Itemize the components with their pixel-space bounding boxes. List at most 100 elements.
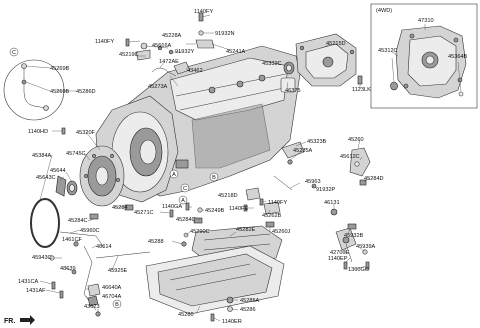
- label-45320f: 45320F: [76, 130, 96, 136]
- label-48639: 48639: [60, 266, 76, 272]
- bolt-1360gg: [365, 261, 370, 270]
- transfer-plug: [458, 91, 464, 97]
- part-labels: 1140FY 91932N 1140FY 45228A 45616A 91932…: [18, 9, 468, 325]
- extension-housing-45215d: [295, 33, 357, 87]
- label-91932y: 91932Y: [175, 49, 195, 55]
- label-1140fe: 1140FE: [229, 206, 248, 212]
- bell-housing: [95, 95, 179, 203]
- clip-91932y: [168, 49, 174, 55]
- label-47310: 47310: [418, 18, 434, 24]
- label-46640a: 46640A: [102, 285, 122, 291]
- bolt-1140fy-top: [198, 12, 204, 22]
- label-1360gg: 1360GG: [348, 267, 369, 273]
- oil-pump-45320f: [79, 145, 125, 207]
- plug-45235a: [287, 159, 293, 165]
- label-45332c: 45332C: [262, 61, 282, 67]
- nut-43623: [95, 311, 101, 317]
- label-91932p: 91932P: [316, 187, 336, 193]
- transfer-seal: [390, 81, 398, 91]
- label-45925e: 45925E: [108, 268, 128, 274]
- pipe-45963: [273, 175, 293, 191]
- harness-45218d: [245, 187, 261, 201]
- label-48614: 48614: [96, 244, 112, 250]
- lever-46640a: [87, 283, 101, 297]
- bolt-1140er: [210, 313, 215, 322]
- valve-45249b: [197, 207, 203, 213]
- label-1140er: 1140ER: [222, 319, 242, 325]
- label-45312c: 45312C: [378, 48, 398, 54]
- plug-45288: [181, 241, 187, 247]
- label-43462: 43462: [187, 68, 203, 74]
- callout-C-2: C: [9, 47, 19, 57]
- label-45288: 45288: [148, 239, 164, 245]
- shift-lever-42700e: [335, 227, 357, 263]
- svg-text:C: C: [12, 50, 16, 56]
- label-45215d: 45215D: [326, 41, 346, 47]
- direction-label: FR.: [4, 318, 15, 325]
- label-45932b: 45932B: [344, 233, 364, 239]
- ring-45643c: [55, 175, 67, 197]
- bolt-1140hd: [61, 127, 66, 135]
- bolt-1140ep: [343, 261, 348, 270]
- label-1140fy-a: 1140FY: [95, 39, 114, 45]
- oil-pan-45280: [145, 245, 285, 315]
- svg-text:A: A: [172, 172, 176, 178]
- detail-c-circle: [3, 59, 65, 121]
- bracket-43462: [173, 61, 191, 75]
- oil-pipe-assembly: [21, 63, 49, 111]
- label-45228a: 45228A: [162, 33, 182, 39]
- label-45241a: 45241A: [226, 49, 246, 55]
- gasket-45384a: [30, 198, 60, 248]
- label-45286d: 45286D: [76, 89, 96, 95]
- bolt-1431ca: [51, 281, 56, 290]
- callout-C-1: C: [180, 183, 190, 193]
- label-1140ga: 1140GA: [162, 204, 182, 210]
- label-1472ae: 1472AE: [159, 59, 179, 65]
- clip-45284: [124, 204, 134, 211]
- label-45218d: 45218D: [218, 193, 238, 199]
- hose-45273a: [151, 67, 177, 77]
- label-46131: 46131: [324, 200, 340, 206]
- washer-45286: [227, 306, 233, 312]
- bracket-45241a: [195, 39, 215, 49]
- bracket-45260: [349, 147, 371, 177]
- callout-B-2: B: [112, 299, 122, 309]
- bolt-1140fy-a: [125, 38, 130, 47]
- label-45262b: 45262B: [262, 213, 282, 219]
- label-45285a: 45285A: [240, 298, 260, 304]
- label-45269b-1: 45269B: [50, 66, 70, 72]
- label-46704a: 46704A: [102, 294, 122, 300]
- label-1140fy-b: 1140FY: [268, 200, 287, 206]
- label-43623: 43623: [84, 304, 100, 310]
- clip-45284d: [359, 179, 367, 186]
- bolt-1140fy-b: [259, 198, 264, 206]
- drain-plug-45285a: [226, 296, 234, 304]
- gasket-45262b: [263, 201, 281, 215]
- label-42700e: 42700E: [330, 250, 350, 256]
- label-45939a: 45939A: [356, 244, 376, 250]
- connector-91932n: [198, 30, 204, 36]
- label-46375: 46375: [285, 88, 301, 94]
- label-1123lk: 1123LK: [352, 87, 371, 93]
- svg-text:C: C: [183, 186, 187, 192]
- clip-45284c-2: [193, 217, 203, 224]
- label-45943c: 45943C: [32, 255, 52, 261]
- label-45284d: 45284D: [364, 176, 384, 182]
- label-45284: 45284: [112, 205, 128, 211]
- label-45282e: 45282E: [236, 227, 256, 233]
- bushing-46375: [280, 77, 296, 93]
- svg-text:B: B: [115, 302, 119, 308]
- label-1461cf: 1461CF: [62, 237, 82, 243]
- label-45745c: 45745C: [66, 151, 86, 157]
- lever-46704a: [87, 295, 99, 307]
- label-45273a: 45273A: [148, 84, 168, 90]
- label-45284c-1: 45284C: [68, 218, 88, 224]
- callout-A-1: A: [169, 169, 179, 179]
- label-45612c: 45612C: [340, 154, 360, 160]
- label-45269b-2: 45269B: [50, 89, 70, 95]
- label-45280: 45280: [178, 312, 194, 318]
- callout-B-1: B: [209, 172, 219, 182]
- 4wd-box-label: (4WD): [376, 8, 392, 14]
- label-1431ca: 1431CA: [18, 279, 38, 285]
